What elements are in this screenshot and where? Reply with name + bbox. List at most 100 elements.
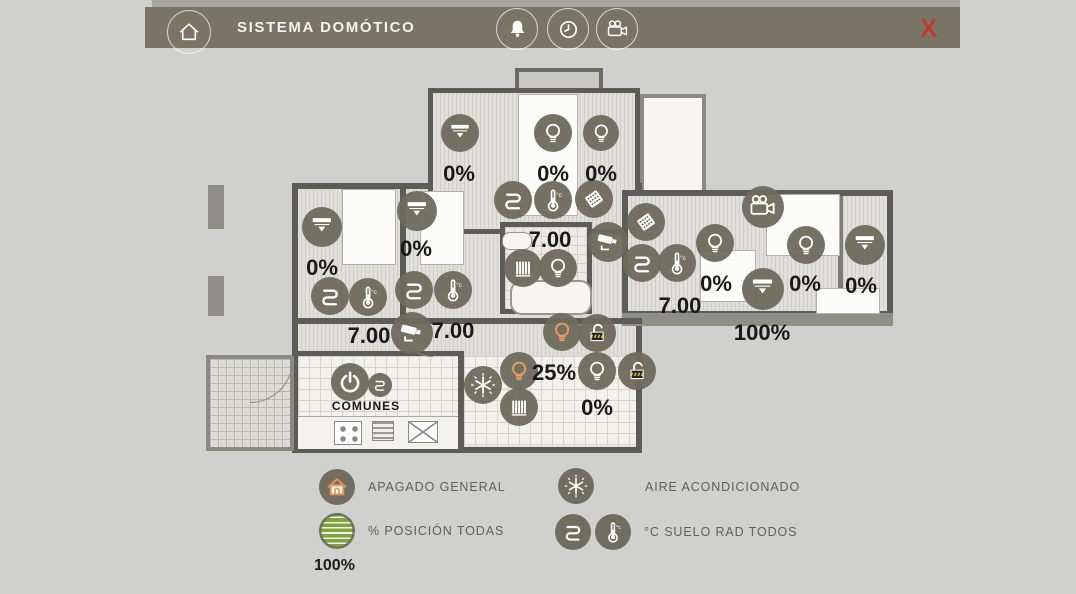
value-label: 0% <box>700 271 732 296</box>
keypad-icon <box>632 208 660 236</box>
videocam-icon <box>747 191 778 222</box>
thermo-icon <box>663 249 691 277</box>
light-control[interactable] <box>583 115 619 151</box>
alerts-button[interactable] <box>496 8 538 50</box>
value-label: 0% <box>845 273 877 298</box>
blind-icon <box>402 196 432 226</box>
security-camera-control[interactable] <box>391 312 433 354</box>
apagado-general-button[interactable] <box>319 469 355 505</box>
bulb-icon <box>792 231 820 259</box>
floorheat-icon <box>628 249 656 277</box>
floorheat-icon <box>316 282 344 310</box>
floor-heating-control[interactable] <box>395 271 433 309</box>
bulb-icon <box>583 357 611 385</box>
window-top-strip <box>152 0 960 8</box>
cameras-button[interactable] <box>596 8 638 50</box>
stove <box>334 421 362 445</box>
value-label: 100% <box>733 320 791 345</box>
bulb-on-icon <box>548 318 576 346</box>
lock-control[interactable] <box>618 352 656 390</box>
value-label: 0% <box>306 255 338 280</box>
legend-label: AIRE ACONDICIONADO <box>645 480 801 494</box>
value-label: 0% <box>789 271 821 296</box>
floor-heating-control[interactable] <box>311 277 349 315</box>
light-on-control[interactable] <box>543 313 581 351</box>
bed <box>342 189 396 265</box>
lock-control[interactable] <box>578 314 616 352</box>
value-label: 0% <box>400 236 432 261</box>
air-conditioning-icon <box>563 473 589 499</box>
schedule-button[interactable] <box>547 8 589 50</box>
thermo-icon <box>439 276 467 304</box>
value-label: 7.00 <box>431 318 475 343</box>
legend-label: % POSICIÓN TODAS <box>368 524 505 538</box>
wall <box>458 351 464 451</box>
legend-label: °C SUELO RAD TODOS <box>644 525 798 539</box>
legend-total-value: 100% <box>314 557 355 574</box>
light-control[interactable] <box>539 249 577 287</box>
floor-heating-icon <box>560 519 586 545</box>
sink <box>408 421 438 443</box>
furniture <box>816 288 880 314</box>
video-camera-control[interactable] <box>742 186 784 228</box>
posicion-todas-button[interactable] <box>319 513 355 549</box>
bulb-icon <box>539 119 567 147</box>
blind-icon <box>307 212 337 242</box>
radiator-icon <box>509 254 537 282</box>
temperature-control[interactable] <box>658 244 696 282</box>
value-label: 0% <box>581 395 613 420</box>
bulb-icon <box>544 254 572 282</box>
security-camera-control[interactable] <box>588 222 628 262</box>
kitchen-appliance <box>372 421 394 441</box>
radiator-control[interactable] <box>504 249 542 287</box>
floor-heating-control[interactable] <box>368 373 392 397</box>
page-title: SISTEMA DOMÓTICO <box>237 19 416 36</box>
keypad-control[interactable] <box>627 203 665 241</box>
light-control[interactable] <box>787 226 825 264</box>
keypad-icon <box>580 185 608 213</box>
home-button[interactable] <box>167 10 211 54</box>
floorheat-icon <box>371 376 389 394</box>
close-button[interactable]: X <box>920 13 938 43</box>
house-orange-icon <box>324 474 350 500</box>
radiator-control[interactable] <box>500 388 538 426</box>
lock-icon <box>623 357 651 385</box>
temperature-control[interactable] <box>349 278 387 316</box>
value-label: 7.00 <box>347 323 391 348</box>
light-control[interactable] <box>534 114 572 152</box>
thermometer-icon <box>600 519 626 545</box>
blind-control[interactable] <box>302 207 342 247</box>
temperature-control[interactable] <box>434 271 472 309</box>
light-on-control[interactable] <box>500 352 538 390</box>
aire-acondicionado-button[interactable] <box>558 468 594 504</box>
floor-heating-control[interactable] <box>494 181 532 219</box>
header-bar: SISTEMA DOMÓTICO X <box>145 7 960 54</box>
blind-icon <box>747 273 778 304</box>
power-control[interactable] <box>331 363 369 401</box>
wall <box>622 313 893 326</box>
floor-heating-control[interactable] <box>623 244 661 282</box>
blind-control[interactable] <box>397 191 437 231</box>
suelo-rad-todos-thermo-button[interactable] <box>595 514 631 550</box>
value-label: 25% <box>531 360 577 385</box>
wall <box>838 196 843 314</box>
blind-control[interactable] <box>845 225 885 265</box>
blind-control[interactable] <box>742 268 784 310</box>
light-control[interactable] <box>696 224 734 262</box>
blind-control[interactable] <box>441 114 479 152</box>
wall <box>208 276 224 316</box>
light-control[interactable] <box>578 352 616 390</box>
keypad-control[interactable] <box>575 180 613 218</box>
legend-label: APAGADO GENERAL <box>368 480 506 494</box>
wall <box>292 351 460 356</box>
bulb-icon <box>588 120 615 147</box>
air-conditioning-control[interactable] <box>464 366 502 404</box>
thermo-icon <box>539 186 567 214</box>
value-label: 7.00 <box>658 293 702 318</box>
ac-icon <box>469 371 497 399</box>
suelo-rad-todos-button[interactable] <box>555 514 591 550</box>
value-label: 7.00 <box>528 227 572 252</box>
value-label: 0% <box>585 161 617 186</box>
temperature-control[interactable] <box>534 181 572 219</box>
